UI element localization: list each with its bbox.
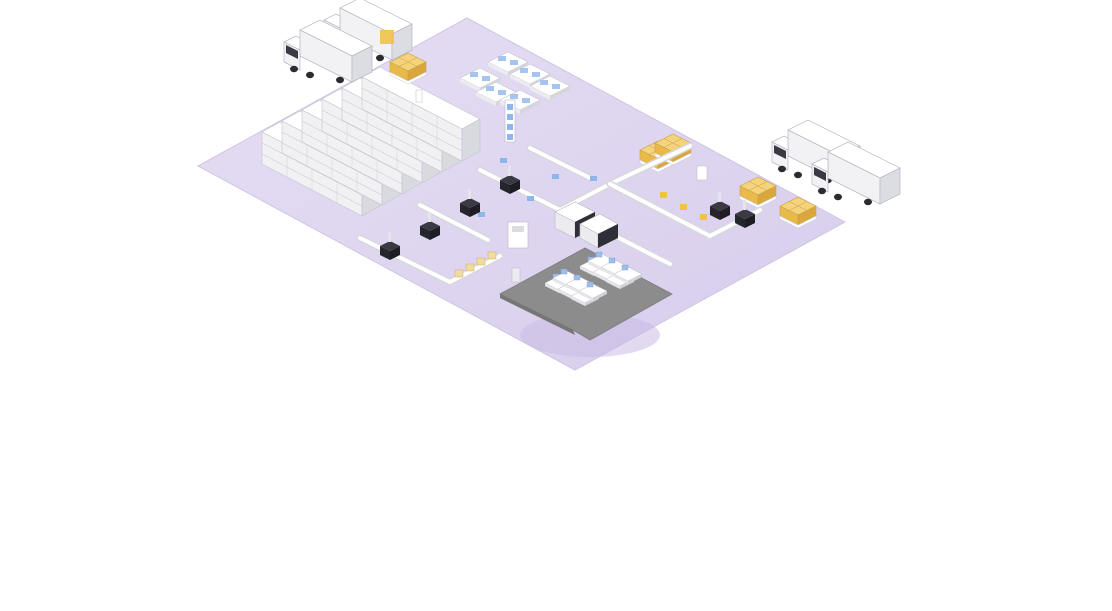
scanner-station: [696, 165, 708, 181]
packing-machines: [507, 201, 619, 249]
office-area: [499, 247, 673, 341]
office-cabinet: [511, 267, 521, 283]
outbound-boxes: [454, 192, 707, 278]
inbound-dock-post: [415, 89, 423, 103]
lift-tower: [504, 99, 516, 143]
conveyor-totes: [478, 158, 597, 217]
truck-open-door: [380, 30, 394, 44]
